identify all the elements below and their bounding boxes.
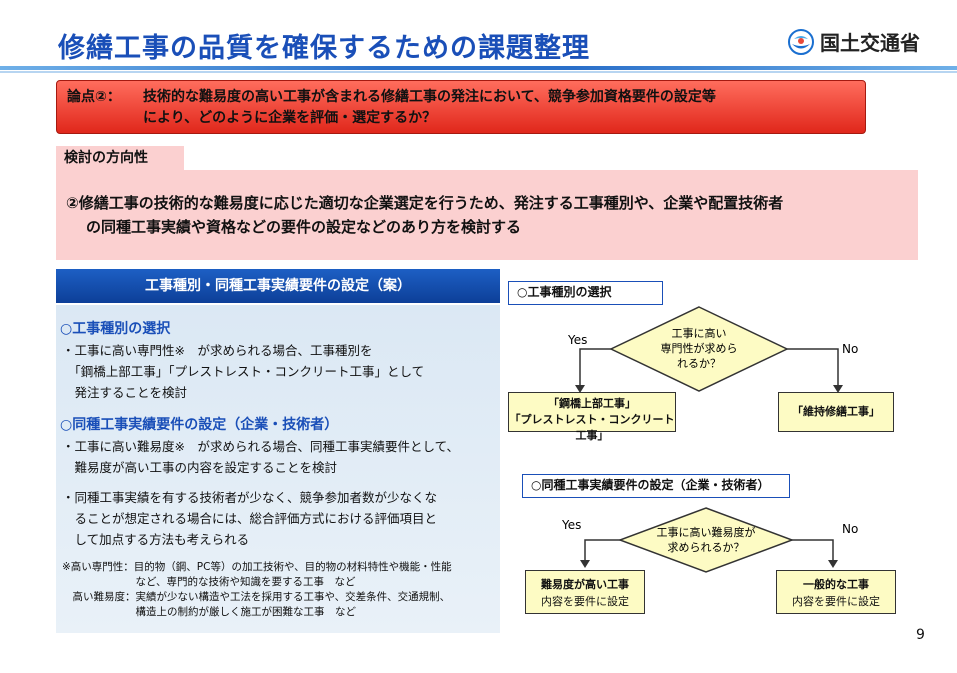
direction-label: 検討の方向性 xyxy=(56,146,184,170)
text-line: ・工事に高い難易度※ が求められる場合、同種工事実績要件として、 xyxy=(62,439,459,454)
flow1-question-line: 専門性が求めら xyxy=(661,341,738,355)
text-line: して加点する方法も考えられる xyxy=(62,532,250,547)
page-number: 9 xyxy=(916,627,925,643)
issue-lead: 論点②： xyxy=(67,89,121,105)
text-line: 難易度が高い工事の内容を設定することを検討 xyxy=(62,460,338,475)
ministry-name: 国土交通省 xyxy=(820,31,920,55)
footnote-line: 構造上の制約が厳しく施工が困難な工事 など xyxy=(62,606,356,618)
flow1-question-line: れるか？ xyxy=(677,357,721,370)
title-divider-light xyxy=(0,71,957,73)
flow1-no-arrowhead xyxy=(833,385,843,393)
section-work-type-title: ○工事種別の選択 xyxy=(60,321,171,337)
section-work-type-body: ・工事に高い専門性※ が求められる場合、工事種別を 「鋼橋上部工事」「プレストレ… xyxy=(62,340,424,403)
section-experience-title: ○同種工事実績要件の設定（企業・技術者） xyxy=(60,417,339,433)
flow1-yes-arrowhead xyxy=(575,385,585,393)
proposal-panel xyxy=(56,305,500,633)
proposal-header: 工事種別・同種工事実績要件の設定（案） xyxy=(56,269,500,303)
flow1-yes-label: Yes xyxy=(567,333,587,347)
flow2-label: ○同種工事実績要件の設定（企業・技術者） xyxy=(522,474,790,498)
issue-box: 論点②： 技術的な難易度の高い工事が含まれる修繕工事の発注において、競争参加資格要… xyxy=(56,80,866,134)
footnotes: ※高い専門性：目的物（鋼、PC等）の加工技術や、目的物の材料特性や機能・性能 な… xyxy=(62,560,452,620)
flow1-yes-result-line: 「鋼橋上部工事」 xyxy=(548,397,636,410)
flow1-no-result: 「維持修繕工事」 xyxy=(778,392,894,432)
flow1-no-connector xyxy=(785,348,839,387)
flow2-yes-arrowhead xyxy=(580,560,590,568)
issue-line-1: 技術的な難易度の高い工事が含まれる修繕工事の発注において、競争参加資格要件の設定… xyxy=(143,89,716,105)
flow1-diagram: 工事に高い 専門性が求めら れるか？ Yes No xyxy=(567,306,858,393)
flow2-yes-result-line: 難易度が高い工事 xyxy=(541,578,629,591)
footnote-line: ※高い専門性：目的物（鋼、PC等）の加工技術や、目的物の材料特性や機能・性能 xyxy=(62,561,452,573)
flow1-yes-result-line: 「プレストレスト・コンクリート工事」 xyxy=(509,413,675,442)
direction-line-2: の同種工事実績や資格などの要件の設定などのあり方を検討する xyxy=(86,218,522,236)
footnote-line: 高い難易度：実績が少ない構造や工法を採用する工事や、交差条件、交通規制、 xyxy=(62,591,451,603)
ministry-logo: 国土交通省 xyxy=(788,27,920,56)
flow2-no-result-line: 一般的な工事 xyxy=(803,578,869,591)
page-title: 修繕工事の品質を確保するための課題整理 xyxy=(58,33,590,64)
flow1-no-label: No xyxy=(842,342,858,356)
flow2-question-line: 工事に高い難易度が xyxy=(657,525,756,539)
flow2-diagram: 工事に高い難易度が 求められるか？ Yes No xyxy=(561,507,858,573)
flow2-yes-connector xyxy=(584,539,622,562)
flow1-yes-result: 「鋼橋上部工事」 「プレストレスト・コンクリート工事」 xyxy=(508,392,676,442)
flow2-no-connector xyxy=(790,539,834,562)
flow1-question-line: 工事に高い xyxy=(672,326,727,340)
text-line: ることが想定される場合には、総合評価方式における評価項目と xyxy=(62,511,438,526)
flow2-yes-label: Yes xyxy=(561,518,581,532)
mlit-logo-icon xyxy=(788,28,814,55)
direction-box: ②修繕工事の技術的な難易度に応じた適切な企業選定を行うため、発注する工事種別や、… xyxy=(56,170,918,260)
flow2-question-line: 求められるか？ xyxy=(668,541,745,554)
direction-line-1: ②修繕工事の技術的な難易度に応じた適切な企業選定を行うため、発注する工事種別や、… xyxy=(66,194,784,212)
flow2-yes-result: 難易度が高い工事 内容を要件に設定 xyxy=(525,570,645,614)
text-line: 発注することを検討 xyxy=(62,385,188,400)
flow2-no-label: No xyxy=(842,522,858,536)
flow1-label: ○工事種別の選択 xyxy=(508,281,663,305)
flow2-decision-diamond xyxy=(617,507,795,573)
flow1-yes-connector xyxy=(579,348,613,387)
flow2-no-result: 一般的な工事 内容を要件に設定 xyxy=(776,570,896,614)
flow2-yes-result-line: 内容を要件に設定 xyxy=(541,595,629,608)
section-experience-body: ・工事に高い難易度※ が求められる場合、同種工事実績要件として、 難易度が高い工… xyxy=(62,436,459,478)
text-line: 「鋼橋上部工事」「プレストレスト・コンクリート工事」として xyxy=(62,364,425,379)
flow1-decision-diamond xyxy=(609,306,789,392)
text-line: ・工事に高い専門性※ が求められる場合、工事種別を xyxy=(62,343,373,358)
footnote-line: など、専門的な技術や知識を要する工事 など xyxy=(62,576,356,588)
text-line: ・同種工事実績を有する技術者が少なく、競争参加者数が少なくな xyxy=(62,490,438,505)
title-divider xyxy=(0,66,957,70)
flow2-no-arrowhead xyxy=(828,560,838,568)
issue-line-2: により、どのように企業を評価・選定するか？ xyxy=(143,110,437,126)
section-scoring-body: ・同種工事実績を有する技術者が少なく、競争参加者数が少なくな ることが想定される… xyxy=(62,487,437,550)
flow2-no-result-line: 内容を要件に設定 xyxy=(792,595,880,608)
